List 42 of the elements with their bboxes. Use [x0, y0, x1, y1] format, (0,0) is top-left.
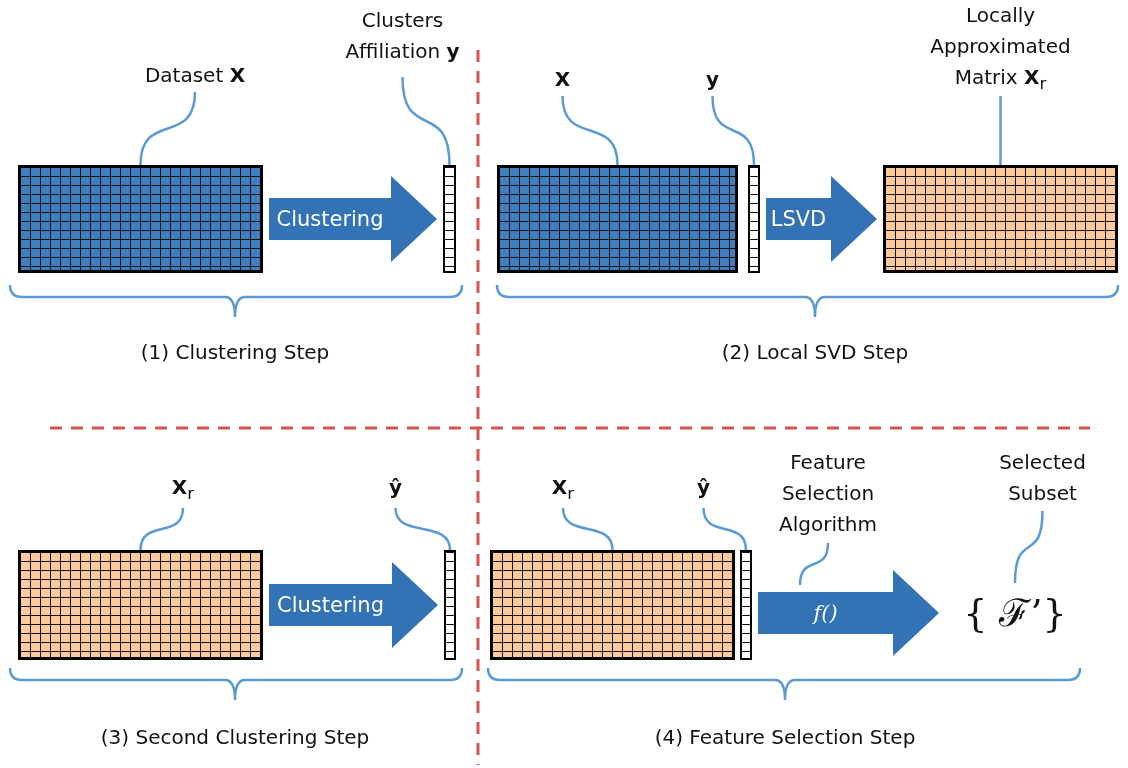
set-notation: { ℱ’}: [945, 583, 1085, 643]
block-arrow: [269, 176, 437, 262]
leader-line: [798, 542, 830, 586]
annotation-text: y: [695, 64, 730, 96]
matrix-grid: [18, 550, 263, 660]
leader-line: [394, 507, 452, 551]
leader-line: [702, 507, 748, 551]
leader-line: [561, 507, 614, 551]
annotation-text: X: [540, 64, 585, 96]
matrix-grid: [883, 165, 1118, 273]
edge-label: Clustering: [276, 207, 384, 231]
annotation-text: Feature Selection Algorithm: [758, 447, 898, 543]
annotation-text: Clusters Affiliation y: [335, 5, 470, 77]
step-caption: (4) Feature Selection Step: [653, 725, 917, 749]
annotation-text: ŷ: [378, 472, 413, 508]
annotation-text: ŷ: [686, 472, 721, 508]
step-caption: (2) Local SVD Step: [720, 340, 910, 364]
leader-line: [999, 96, 1002, 165]
matrix-grid: [490, 550, 735, 660]
leader-line: [561, 95, 619, 166]
annotation-text: X$_{r}$: [538, 472, 588, 508]
leader-line: [139, 91, 197, 166]
leader-line: [711, 95, 756, 166]
annotation-text: Locally Approximated Matrix X$_{r}$: [918, 0, 1083, 96]
annotation-text: Selected Subset: [985, 447, 1100, 511]
edge-label: Clustering: [277, 593, 384, 617]
vector-column: [740, 550, 752, 660]
edge-label: LSVD: [770, 207, 827, 231]
step-caption: (1) Clustering Step: [139, 340, 331, 364]
leader-line: [139, 507, 185, 551]
block-arrow: [269, 562, 438, 648]
annotation-text: X$_{r}$: [158, 472, 208, 508]
vector-column: [444, 550, 456, 660]
vector-column: [443, 165, 456, 273]
leader-line: [1013, 510, 1044, 584]
leader-line: [401, 76, 451, 166]
matrix-grid: [18, 165, 263, 273]
annotation-text: Dataset X: [115, 60, 275, 92]
vector-column: [748, 165, 760, 273]
step-caption: (3) Second Clustering Step: [99, 725, 371, 749]
edge-label: f(): [813, 601, 838, 625]
matrix-grid: [497, 165, 738, 273]
